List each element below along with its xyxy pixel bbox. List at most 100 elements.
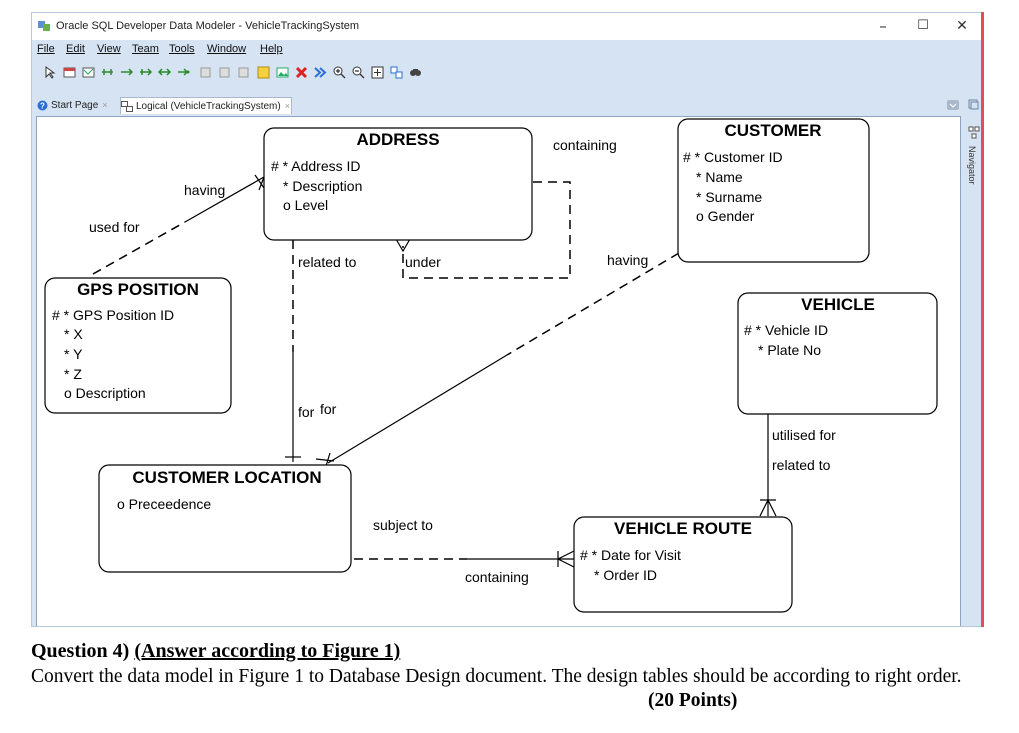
entity-customer-location[interactable]: CUSTOMER LOCATION o Preceedence bbox=[98, 464, 352, 573]
tab-list-dropdown-icon[interactable] bbox=[947, 100, 959, 110]
menu-view[interactable]: View bbox=[97, 43, 121, 55]
menu-tools[interactable]: Tools bbox=[169, 43, 195, 55]
entity-customer-box bbox=[677, 118, 870, 263]
attr-gps-description: o Description bbox=[64, 385, 146, 401]
question-points: (20 Points) bbox=[648, 690, 738, 711]
entity-custloc-title: CUSTOMER LOCATION bbox=[132, 468, 321, 487]
engineer-icon[interactable] bbox=[314, 66, 327, 79]
attr-vehicle-id: # * Vehicle ID bbox=[744, 322, 828, 338]
entity-gps-title: GPS POSITION bbox=[77, 280, 199, 299]
tab-logical-model[interactable]: Logical (VehicleTrackingSystem)× bbox=[120, 97, 292, 114]
crowfoot-vehicle-route bbox=[759, 498, 777, 517]
entity-vehicle[interactable]: VEHICLE # * Vehicle ID * Plate No bbox=[737, 292, 938, 415]
entity-route-title: VEHICLE ROUTE bbox=[614, 519, 752, 538]
layout-icon[interactable] bbox=[390, 66, 403, 79]
attr-route-date: # * Date for Visit bbox=[580, 547, 681, 563]
rel-vehicle-route[interactable] bbox=[759, 414, 777, 517]
restore-panel-icon[interactable] bbox=[968, 99, 979, 110]
menu-bar: File Edit View Team Tools Window Help bbox=[32, 40, 983, 60]
attr-vehicle-plate: * Plate No bbox=[758, 342, 821, 358]
menu-file[interactable]: File bbox=[37, 43, 55, 55]
relation-1-1-icon[interactable] bbox=[101, 66, 114, 79]
rel-address-custloc[interactable] bbox=[285, 240, 301, 462]
label-for-2: for bbox=[320, 401, 337, 417]
crowfoot-address-gps bbox=[254, 174, 265, 191]
entity-customer[interactable]: CUSTOMER # * Customer ID * Name * Surnam… bbox=[677, 118, 870, 263]
relation-m-n-icon[interactable] bbox=[158, 66, 171, 79]
attr-custloc-preceedence: o Preceedence bbox=[117, 496, 211, 512]
tab-logical-label: Logical (VehicleTrackingSystem) bbox=[136, 101, 281, 112]
entity-gps-position[interactable]: GPS POSITION # * GPS Position ID * X * Y… bbox=[44, 277, 232, 414]
label-under: under bbox=[405, 254, 441, 270]
entity-vehicle-box bbox=[737, 292, 938, 415]
entity-vehicle-route[interactable]: VEHICLE ROUTE # * Date for Visit * Order… bbox=[573, 516, 793, 613]
tab-logical-close[interactable]: × bbox=[284, 101, 290, 111]
question-hint: (Answer according to Figure 1) bbox=[134, 640, 401, 662]
select-pointer-icon[interactable] bbox=[44, 66, 57, 79]
rel-customer-custloc-mandatory-line bbox=[327, 354, 508, 464]
rel-customer-custloc[interactable] bbox=[315, 252, 680, 467]
subtype-icon[interactable] bbox=[199, 66, 212, 79]
arc-icon[interactable] bbox=[177, 66, 190, 79]
erd-diagram: ADDRESS # * Address ID * Description o L… bbox=[44, 118, 938, 613]
close-button[interactable]: ✕ bbox=[956, 18, 968, 34]
tab-start-page[interactable]: ?Start Page× bbox=[37, 97, 115, 114]
tab-start-label: Start Page bbox=[51, 100, 99, 111]
attr-customer-name: * Name bbox=[696, 169, 743, 185]
navigator-tab[interactable]: Navigator bbox=[964, 124, 983, 194]
attr-customer-id: # * Customer ID bbox=[683, 149, 783, 165]
app-logo-icon bbox=[38, 21, 50, 31]
delete-icon[interactable] bbox=[295, 66, 308, 79]
picture-icon[interactable] bbox=[276, 66, 289, 79]
menu-window[interactable]: Window bbox=[207, 43, 247, 55]
new-view-icon[interactable] bbox=[82, 66, 95, 79]
label-having-1: having bbox=[184, 182, 225, 198]
zoom-in-icon[interactable] bbox=[333, 66, 346, 79]
diagram-canvas[interactable]: ADDRESS # * Address ID * Description o L… bbox=[36, 116, 961, 626]
crowfoot-custloc-route bbox=[556, 550, 575, 568]
help-icon: ? bbox=[37, 100, 48, 111]
rel-gps-address-mandatory-line bbox=[184, 176, 265, 223]
note-icon[interactable] bbox=[257, 66, 270, 79]
relation-1-n-icon[interactable] bbox=[120, 66, 133, 79]
menu-edit[interactable]: Edit bbox=[66, 43, 85, 55]
attr-address-level: o Level bbox=[283, 197, 328, 213]
crowfoot-customer-custloc bbox=[315, 452, 335, 467]
rel-customer-custloc-optional-line bbox=[506, 252, 680, 356]
entity-route-box bbox=[573, 516, 793, 613]
right-side-panel: Navigator bbox=[964, 116, 983, 626]
label-used-for: used for bbox=[89, 219, 140, 235]
attr-gps-id: # * GPS Position ID bbox=[52, 307, 174, 323]
question-body: Convert the data model in Figure 1 to Da… bbox=[31, 666, 962, 687]
menu-team[interactable]: Team bbox=[132, 43, 159, 55]
question-heading: Question 4) (Answer according to Figure … bbox=[31, 640, 1007, 663]
new-entity-icon[interactable] bbox=[63, 66, 76, 79]
minimize-button[interactable]: – bbox=[879, 17, 887, 35]
attr-customer-surname: * Surname bbox=[696, 189, 762, 205]
label-related-to-1: related to bbox=[298, 254, 357, 270]
entity-gps-box bbox=[44, 277, 232, 414]
question-block: Question 4) (Answer according to Figure … bbox=[31, 640, 1007, 711]
label-containing-1: containing bbox=[553, 137, 617, 153]
tab-start-close[interactable]: × bbox=[102, 100, 108, 110]
type-disabled-icon[interactable] bbox=[237, 66, 250, 79]
find-icon[interactable] bbox=[409, 66, 422, 79]
relation-identifying-icon[interactable] bbox=[139, 66, 152, 79]
attr-gps-x: * X bbox=[64, 326, 83, 342]
maximize-button[interactable]: ☐ bbox=[917, 18, 929, 33]
menu-help[interactable]: Help bbox=[260, 43, 283, 55]
fit-screen-icon[interactable] bbox=[371, 66, 384, 79]
entity-disabled-icon[interactable] bbox=[218, 66, 231, 79]
window-title: Oracle SQL Developer Data Modeler - Vehi… bbox=[56, 20, 360, 32]
attr-gps-y: * Y bbox=[64, 346, 83, 362]
navigator-icon bbox=[968, 126, 980, 139]
attr-customer-gender: o Gender bbox=[696, 208, 755, 224]
label-containing-2: containing bbox=[465, 569, 529, 585]
diagram-icon bbox=[121, 100, 133, 112]
zoom-out-icon[interactable] bbox=[352, 66, 365, 79]
rel-gps-address[interactable] bbox=[92, 174, 265, 275]
rel-address-self[interactable] bbox=[395, 181, 571, 279]
app-window: Oracle SQL Developer Data Modeler - Vehi… bbox=[31, 12, 984, 627]
rel-custloc-route[interactable] bbox=[354, 550, 575, 568]
entity-address[interactable]: ADDRESS # * Address ID * Description o L… bbox=[263, 127, 533, 241]
